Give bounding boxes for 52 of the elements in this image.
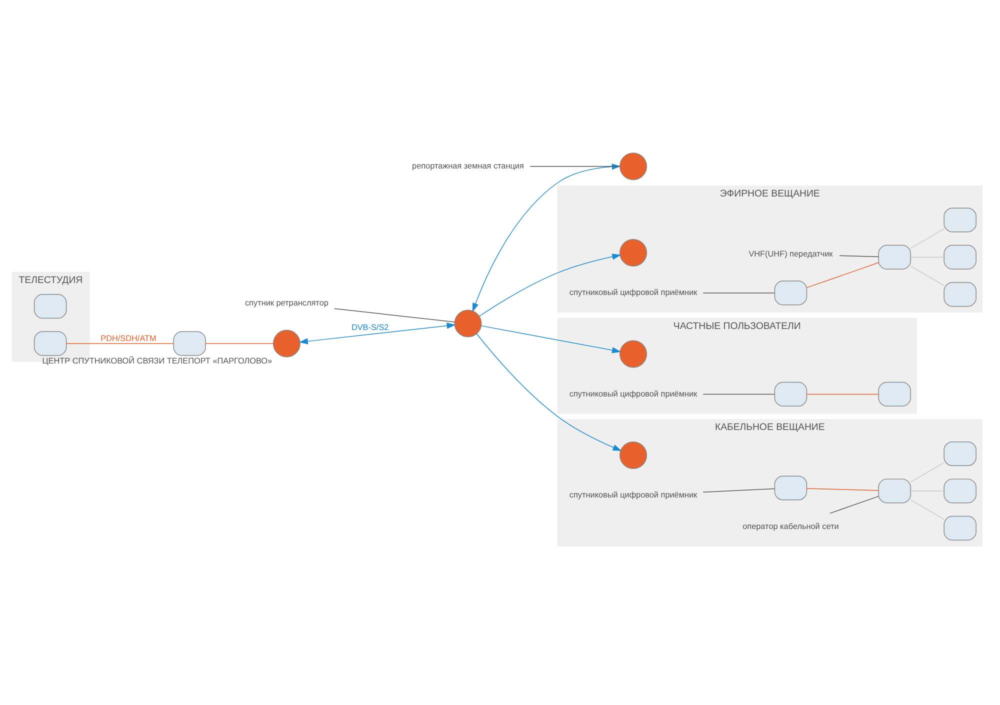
arrow xyxy=(479,254,622,316)
node-box xyxy=(34,331,67,356)
node-box xyxy=(34,294,67,319)
connector xyxy=(806,394,879,395)
connector xyxy=(530,166,620,167)
node-text: спутниковый цифровой приёмник xyxy=(569,288,698,298)
node-box xyxy=(878,244,911,270)
node-box xyxy=(878,382,911,406)
connector xyxy=(702,488,775,493)
node-box xyxy=(944,441,976,466)
edge-label: DVB-S/S2 xyxy=(351,323,389,332)
connector xyxy=(806,262,879,288)
node-circle xyxy=(619,238,648,267)
connector xyxy=(830,496,879,514)
node-circle xyxy=(619,340,648,368)
node-circle xyxy=(272,330,300,358)
node-circle xyxy=(619,441,648,470)
connector xyxy=(702,394,775,395)
connector xyxy=(702,292,775,294)
node-box xyxy=(774,382,808,406)
arrow xyxy=(480,325,621,354)
node-circle xyxy=(619,152,648,180)
connector xyxy=(910,462,944,482)
node-text: оператор кабельной сети xyxy=(742,522,839,531)
node-text: спутниковый цифровой приёмник xyxy=(569,490,698,500)
node-circle xyxy=(454,310,482,338)
node-text: репортажная земная станция xyxy=(412,161,524,170)
node-box xyxy=(774,280,808,306)
connector xyxy=(205,343,274,344)
connector xyxy=(806,488,879,491)
node-box xyxy=(944,516,976,540)
connector xyxy=(910,256,944,258)
arrow xyxy=(476,333,622,451)
node-box xyxy=(944,208,976,232)
connector xyxy=(910,266,944,286)
arrow xyxy=(298,322,456,344)
edge-label: PDH/SDH/ATM xyxy=(100,334,156,344)
node-text: VHF(UHF) передатчик xyxy=(748,249,833,258)
connector xyxy=(910,500,944,520)
node-text: спутниковый цифровой приёмник xyxy=(569,389,698,398)
node-label: ЦЕНТР СПУТНИКОВОЙ СВЯЗИ ТЕЛЕПОРТ «ПАРГОЛОВО» xyxy=(42,356,272,366)
node-box xyxy=(774,476,808,500)
node-box xyxy=(944,282,976,307)
connector xyxy=(910,228,944,249)
connector xyxy=(334,308,455,322)
node-box xyxy=(944,244,976,270)
node-box xyxy=(944,478,976,504)
node-box xyxy=(173,331,206,356)
node-text: спутник ретранслятор xyxy=(244,298,328,308)
connector xyxy=(66,343,174,344)
node-box xyxy=(878,478,911,504)
connector xyxy=(839,255,879,258)
